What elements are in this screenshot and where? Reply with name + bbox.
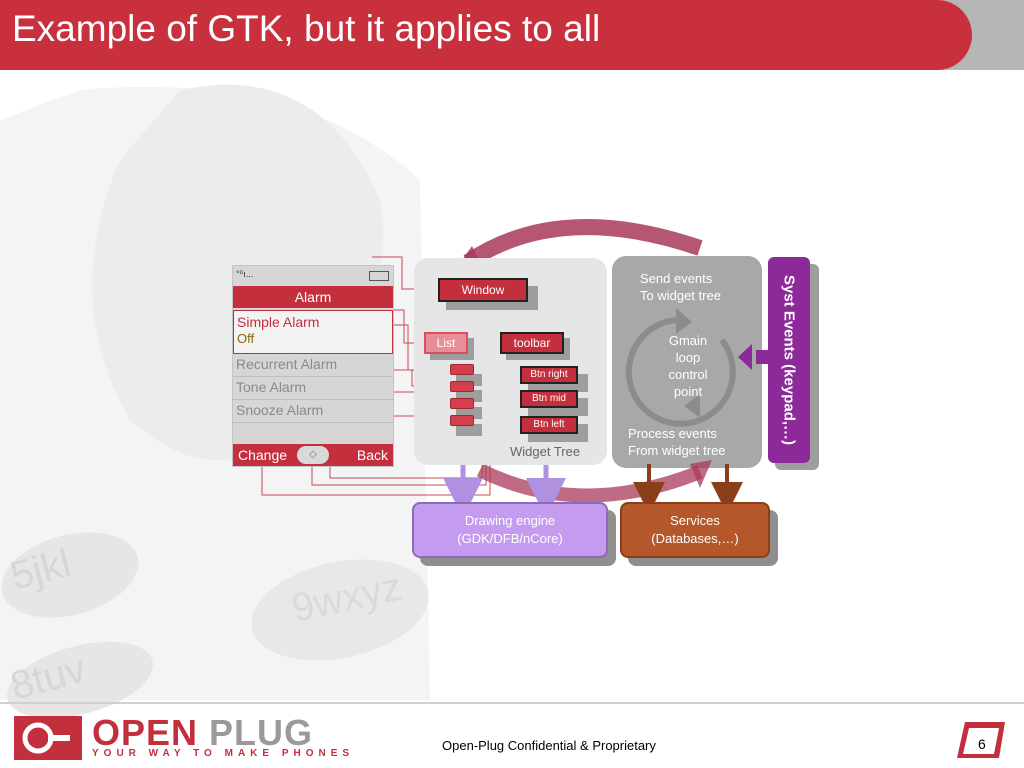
- send-events-text: Send events To widget tree: [640, 270, 721, 304]
- phone-selected-item[interactable]: Simple Alarm Off: [233, 310, 393, 354]
- logo-wordmark: OPEN PLUG: [92, 712, 313, 754]
- widget-list-node: List: [424, 332, 468, 354]
- list-item-node: [450, 381, 474, 392]
- gmain-line2: loop: [675, 350, 701, 365]
- menu-divider: [233, 399, 393, 400]
- send-events-line1: Send events: [640, 271, 713, 286]
- widget-toolbar-node: toolbar: [500, 332, 564, 354]
- page-number: 6: [978, 736, 986, 752]
- selected-item-title: Simple Alarm: [237, 314, 320, 330]
- syst-events-label: Syst Events (keypad,…): [780, 274, 798, 446]
- phone-screen: °⁰ı... Alarm Simple Alarm Off Recurrent …: [232, 265, 394, 467]
- process-events-line1: Process events: [628, 426, 717, 441]
- widget-window-node: Window: [438, 278, 528, 302]
- list-item-node: [450, 415, 474, 426]
- drawing-engine-box: Drawing engine (GDK/DFB/nCore): [412, 502, 608, 558]
- phone-menu-item[interactable]: Recurrent Alarm: [236, 356, 338, 372]
- logo-word-open: OPEN: [92, 712, 199, 753]
- phone-status-bar: °⁰ı...: [233, 266, 393, 284]
- node-shadow: [456, 424, 482, 436]
- list-item-node: [450, 398, 474, 409]
- gmain-line3: control: [668, 367, 708, 382]
- page-title: Example of GTK, but it applies to all: [12, 8, 601, 49]
- logo-tagline: YOUR WAY TO MAKE PHONES: [92, 748, 355, 759]
- gmain-line1: Gmain: [668, 333, 708, 348]
- logo-word-plug: PLUG: [209, 712, 314, 753]
- softkey-change[interactable]: Change: [238, 447, 288, 463]
- widget-btn-mid-node: Btn mid: [520, 390, 578, 408]
- list-item-node: [450, 364, 474, 375]
- nav-key-icon[interactable]: ◇: [297, 446, 329, 464]
- phone-menu-item[interactable]: Snooze Alarm: [236, 402, 324, 418]
- footer-confidential: Open-Plug Confidential & Proprietary: [442, 738, 656, 753]
- services-line2: (Databases,…): [651, 531, 739, 546]
- signal-icon: °⁰ı...: [236, 269, 254, 279]
- widget-tree-label: Widget Tree: [510, 444, 581, 459]
- syst-events-panel: [768, 257, 810, 463]
- process-events-text: Process events From widget tree: [628, 425, 726, 459]
- widget-btn-right-node: Btn right: [520, 366, 578, 384]
- process-events-line2: From widget tree: [628, 443, 726, 458]
- phone-header: Alarm: [233, 286, 393, 308]
- softkey-back[interactable]: Back: [356, 447, 388, 463]
- widget-btn-left-node: Btn left: [520, 416, 578, 434]
- battery-icon: [369, 271, 389, 281]
- phone-softkey-bar: Change ◇ Back: [233, 444, 393, 466]
- services-line1: Services: [670, 513, 720, 528]
- phone-menu-item[interactable]: Tone Alarm: [236, 379, 307, 395]
- open-plug-logo-icon: [14, 716, 82, 760]
- drawing-engine-line1: Drawing engine: [464, 513, 556, 528]
- page-number-badge-icon: [957, 722, 1005, 758]
- services-box: Services (Databases,…): [620, 502, 770, 558]
- gmain-line4: point: [673, 384, 703, 399]
- menu-divider: [233, 422, 393, 423]
- menu-divider: [233, 376, 393, 377]
- send-events-line2: To widget tree: [640, 288, 721, 303]
- selected-item-value: Off: [237, 331, 255, 346]
- drawing-engine-line2: (GDK/DFB/nCore): [457, 531, 563, 546]
- footer-rule: [0, 702, 1024, 704]
- gmain-loop-text: Gmain loop control point: [648, 332, 728, 400]
- title-band: [0, 0, 972, 70]
